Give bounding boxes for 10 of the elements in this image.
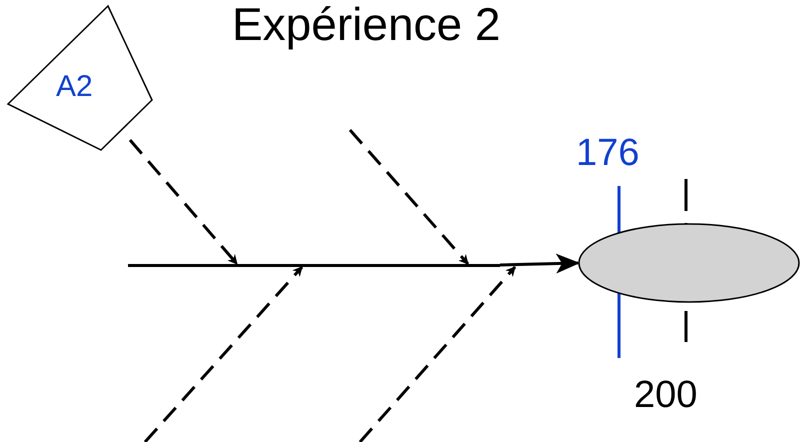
value-label: 200 [634, 376, 698, 414]
spine-line [128, 264, 500, 267]
arrow [348, 129, 470, 265]
arrow [358, 266, 516, 442]
arrow [500, 254, 580, 274]
node-label: A2 [56, 72, 93, 102]
value-label: 176 [576, 134, 640, 172]
arrow [128, 139, 238, 265]
arrow [144, 266, 304, 442]
title: Expérience 2 [232, 0, 500, 48]
